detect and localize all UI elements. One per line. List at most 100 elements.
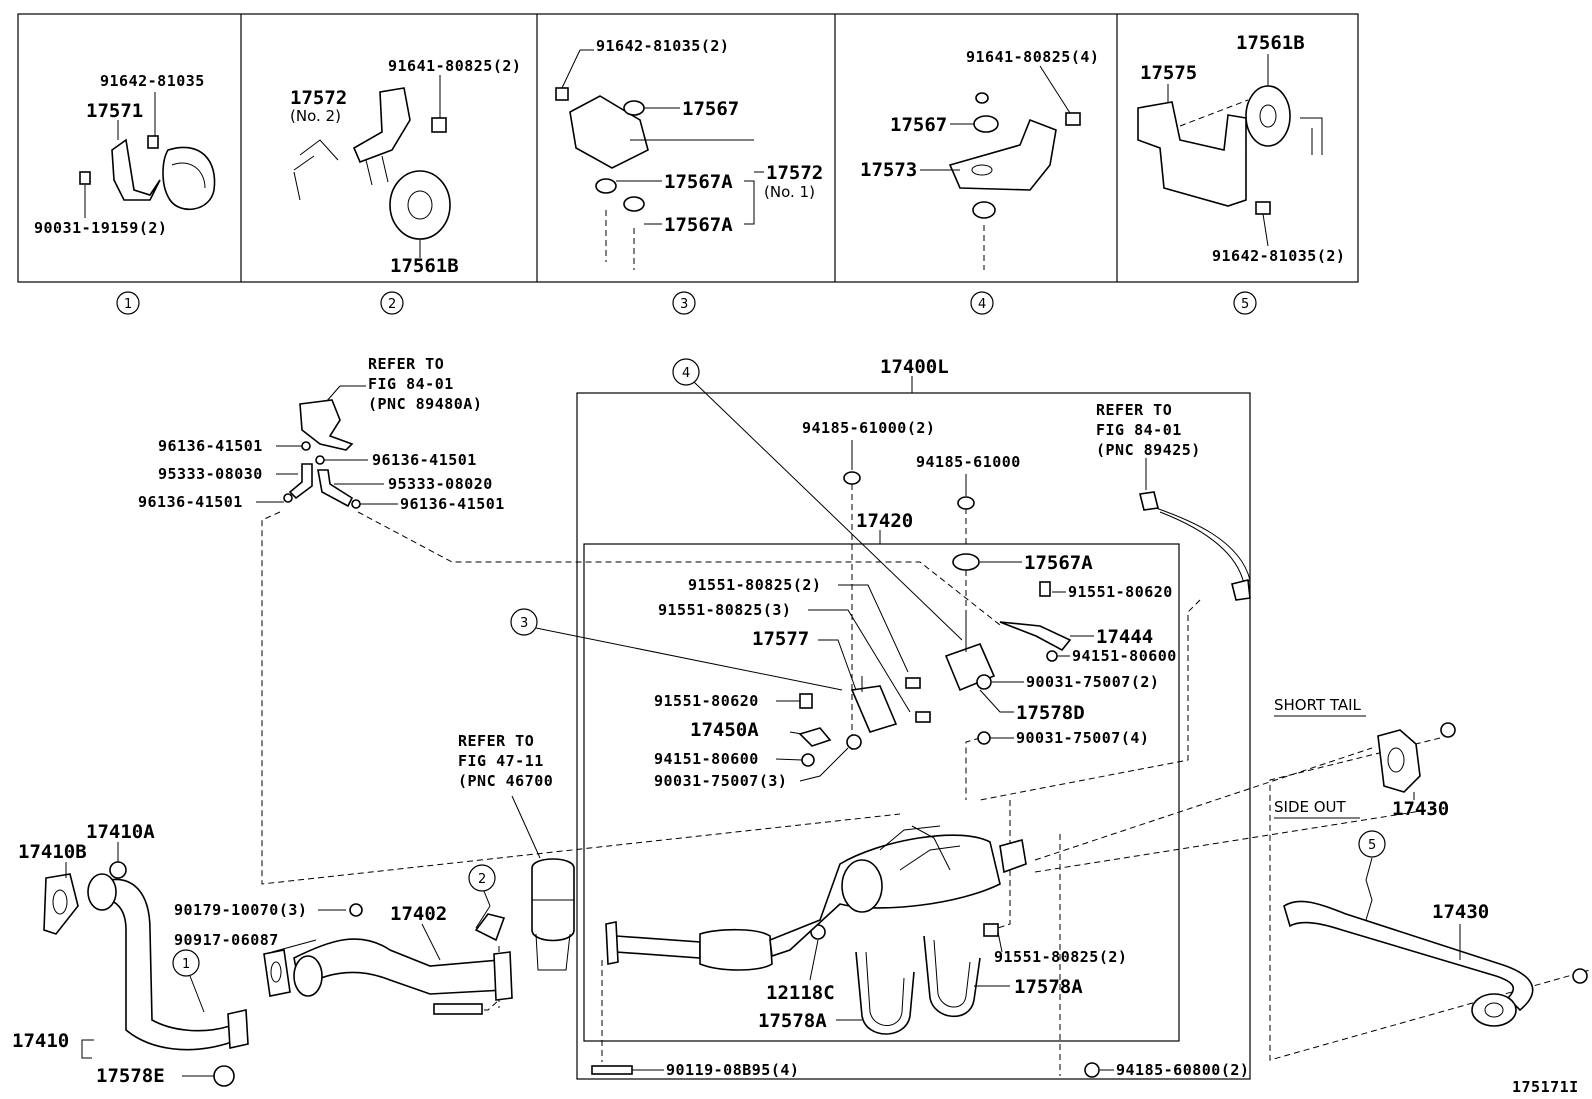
label: 17572 — [290, 87, 347, 109]
label: (No. 1) — [764, 183, 815, 201]
bracket-17444 — [999, 621, 1072, 652]
callouts: 4 3 1 2 5 — [172, 358, 1386, 1013]
front-pipe-group: 17410A 17410B 90179-10070(3) 90917-06087… — [12, 821, 575, 1087]
subassembly-frame — [583, 543, 1180, 1042]
assembly-hardware — [798, 471, 1072, 940]
nut-icon — [109, 861, 127, 879]
bracket-17571 — [111, 138, 161, 201]
label: 91551-80825(3) — [658, 601, 791, 619]
label: 17410 — [12, 1030, 69, 1052]
label: 17567 — [890, 114, 947, 136]
label: 17578A — [758, 1010, 827, 1032]
callout-number: 3 — [520, 616, 528, 631]
gasket-17410b — [43, 873, 79, 935]
label: 17402 — [390, 903, 447, 925]
refer-note-3: REFER TO FIG 47-11 (PNC 46700 — [458, 732, 553, 859]
sensor-body — [1231, 579, 1251, 601]
u-clamp-17578a — [855, 951, 915, 1035]
label: 17572 — [766, 162, 823, 184]
refer-text: REFER TO — [368, 355, 444, 373]
panel-frame — [17, 13, 1359, 283]
panel-2: 91641-80825(2) 17572 (No. 2) 17561B — [290, 57, 521, 277]
bolt-icon — [1065, 112, 1081, 126]
tail-pipe-side-17430 — [1283, 900, 1534, 1012]
clip-icon — [301, 441, 311, 451]
nut-icon — [1084, 1062, 1100, 1078]
label: 17410A — [86, 821, 155, 843]
bushing-17567 — [973, 115, 999, 133]
label: 90179-10070(3) — [174, 901, 307, 919]
assembly-frame — [576, 392, 1251, 1080]
panel-index: 2 — [388, 297, 396, 312]
clip-icon — [283, 493, 293, 503]
label: 17577 — [752, 628, 809, 650]
label: 17430 — [1432, 901, 1489, 923]
bolt-icon — [1255, 201, 1271, 215]
pipe-flange — [493, 951, 513, 1001]
label: 17575 — [1140, 62, 1197, 84]
bolt-icon — [983, 923, 999, 937]
u-clamps — [855, 935, 981, 1035]
nut-icon — [801, 753, 815, 767]
bracket-17573 — [948, 118, 1057, 191]
label: 91642-81035(2) — [596, 37, 729, 55]
label: 95333-08030 — [158, 465, 263, 483]
label: 12118C — [766, 982, 835, 1004]
label: 17567 — [682, 98, 739, 120]
nut-icon — [957, 496, 975, 510]
label: 96136-41501 — [138, 493, 243, 511]
label: 91641-80825(4) — [966, 48, 1099, 66]
bushing-17567a — [952, 553, 980, 571]
detail-panels — [17, 13, 1359, 283]
bolt-icon — [555, 87, 569, 101]
converter-assembly — [605, 825, 1027, 971]
routing-dashes — [261, 484, 1591, 1076]
label: 91551-80825(2) — [994, 948, 1127, 966]
label: 96136-41501 — [158, 437, 263, 455]
callout-number: 5 — [1368, 838, 1376, 853]
tail-pipe-group: SHORT TAIL SIDE OUT 17430 17430 — [1274, 696, 1588, 1027]
sensor-connector — [1139, 491, 1159, 511]
label: 17561B — [390, 255, 459, 277]
label: 90119-08B95(4) — [666, 1061, 799, 1079]
muffler-body — [769, 834, 1001, 958]
label: 91642-81035 — [100, 72, 205, 90]
refer-text: FIG 84-01 — [1096, 421, 1182, 439]
oxygen-sensor — [1139, 491, 1251, 601]
label: 17578A — [1014, 976, 1083, 998]
flange-icon — [605, 921, 619, 965]
panel-index: 4 — [978, 297, 986, 312]
label: (No. 2) — [290, 107, 341, 125]
refer-text: FIG 84-01 — [368, 375, 454, 393]
clip-icon — [315, 455, 325, 465]
bolt-icon — [431, 117, 447, 133]
label: 95333-08020 — [388, 475, 493, 493]
label: 17410B — [18, 841, 87, 863]
u-clamp-17578a — [923, 935, 981, 1018]
label: 17578E — [96, 1065, 165, 1087]
nut-icon — [976, 674, 992, 690]
mount-17561b — [389, 170, 451, 240]
nut-icon — [1440, 722, 1456, 738]
label: 17444 — [1096, 626, 1153, 648]
bolt-icon — [433, 1003, 483, 1015]
gasket-90917-06087 — [263, 949, 291, 997]
clamp — [162, 146, 216, 211]
refer-text: FIG 47-11 — [458, 752, 544, 770]
refer-text: (PNC 89425) — [1096, 441, 1201, 459]
clamp-17578e — [213, 1065, 235, 1087]
label: 94185-61000 — [916, 453, 1021, 471]
callout-number: 2 — [478, 872, 486, 887]
label: 90031-75007(2) — [1026, 673, 1159, 691]
nut-icon — [975, 92, 989, 104]
bushing-17567a — [595, 178, 617, 194]
label: 96136-41501 — [400, 495, 505, 513]
refer-text: REFER TO — [458, 732, 534, 750]
assembly-label: 17400L — [880, 356, 949, 378]
hose-95333-08020 — [317, 469, 354, 508]
label: 96136-41501 — [372, 451, 477, 469]
nut-icon — [843, 471, 861, 485]
label: 91641-80825(2) — [388, 57, 521, 75]
bolt-icon — [591, 1065, 633, 1075]
